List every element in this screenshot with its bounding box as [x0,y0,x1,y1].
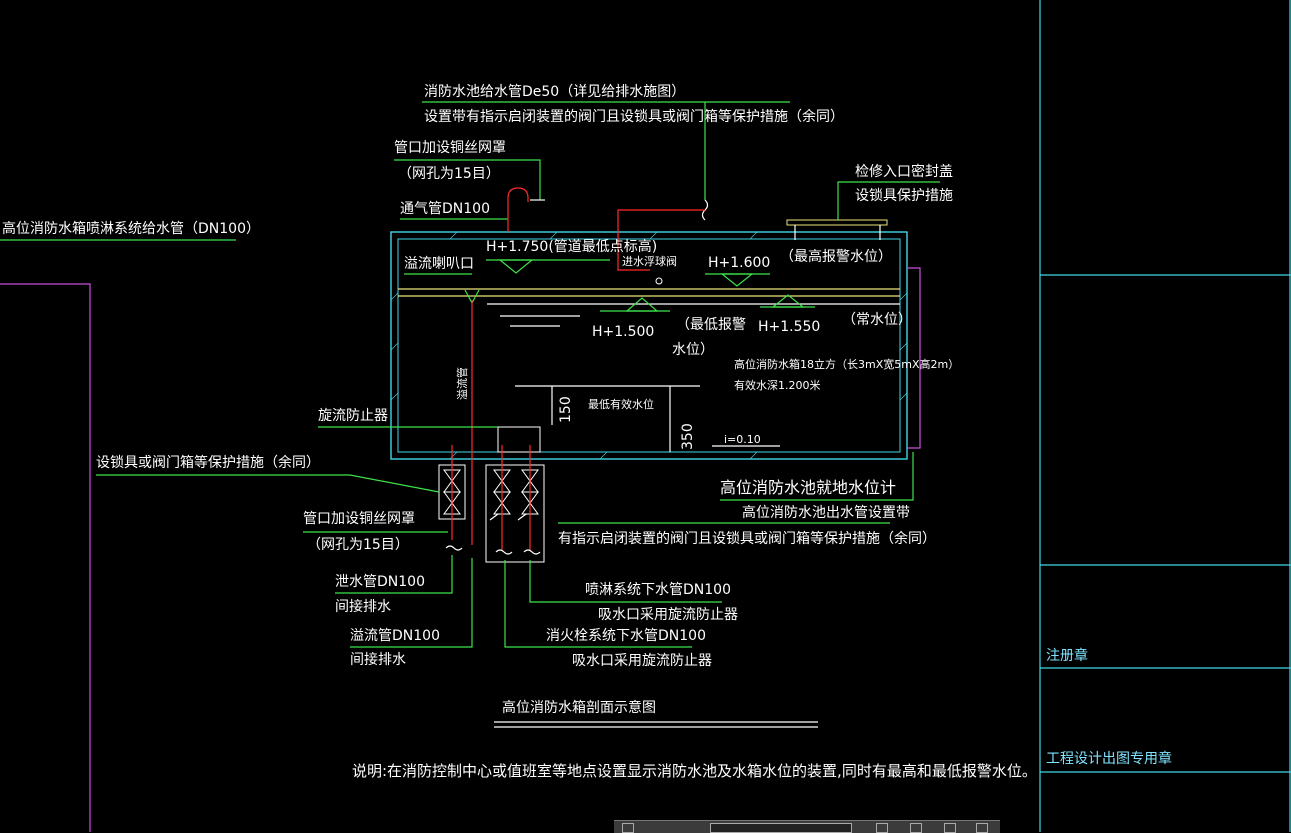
suction-label-1: 吸水口采用旋流防止器 [598,607,738,623]
svg-text:H+1.750(管道最低点标高): H+1.750(管道最低点标高) [486,238,657,255]
mesh-label-2: 管口加设铜丝网罩 [303,511,415,527]
outlet-valves [485,445,545,563]
lock-note-label: 设锁具或阀门箱等保护措施（余同） [96,454,320,471]
level-gauge-label: 高位消防水池就地水位计 [720,478,896,497]
water-tank [390,231,908,460]
registration-seal-label: 注册章 [1046,647,1088,664]
supply-pipe-label: 消防水池给水管De50（详见给排水施图） [424,84,685,100]
min-effective-label: 最低有效水位 [588,397,654,411]
mesh-hole-label-2: （网孔为15目） [307,537,409,553]
effective-depth-label: 有效水深1.200米 [734,378,821,392]
min-alarm-label-2: 水位） [672,342,714,358]
sprinkler-down-label: 喷淋系统下水管DN100 [585,582,731,598]
manhole-label-2: 设锁具保护措施 [855,188,953,204]
drain-indirect-label: 间接排水 [335,598,391,615]
max-alarm-label: （最高报警水位） [780,248,892,265]
valve-note-label: 设置带有指示启闭装置的阀门且设锁具或阀门箱等保护措施（余同） [424,108,844,125]
overflow-pipe-vertical-label: 溢流管 [455,367,469,400]
left-frame [0,283,91,832]
level-h1750: H+1.750(管道最低点标高) [486,238,657,274]
design-seal-label: 工程设计出图专用章 [1046,750,1172,767]
overflow-indirect-label: 间接排水 [350,651,406,668]
svg-text:H+1.550: H+1.550 [758,319,820,335]
dim-350: 350 [680,423,696,450]
suction-label-2: 吸水口采用旋流防止器 [572,653,712,669]
normal-level-label: （常水位） [842,312,912,328]
note-text: 说明:在消防控制中心或值班室等地点设置显示消防水池及水箱水位的装置,同时有最高和… [352,762,1037,780]
tank-volume-label: 高位消防水箱18立方（长3mX宽5mX高2m） [734,357,959,371]
float-valve-label: 进水浮球阀 [622,254,677,268]
level-gauge [907,267,921,449]
manhole-label-1: 检修入口密封盖 [855,163,953,180]
vent-pipe-label: 通气管DN100 [400,201,490,217]
hydrant-down-label: 消火栓系统下水管DN100 [546,628,706,644]
mesh-hole-label: （网孔为15目） [398,166,500,182]
outlet-band-label: 高位消防水池出水管设置带 [742,504,910,521]
supply-pipe [617,209,705,271]
title-block: 注册章 工程设计出图专用章 [1039,0,1291,832]
overflow-mouth-label: 溢流喇叭口 [404,256,474,272]
drain-valve [438,445,466,540]
drain-pipe-label: 泄水管DN100 [335,574,425,590]
dim-150: 150 [558,396,574,423]
manhole-cover: 检修入口密封盖 设锁具保护措施 [786,163,953,240]
svg-text:H+1.600: H+1.600 [708,255,770,271]
sprinkler-supply-label: 高位消防水箱喷淋系统给水管（DN100） [2,220,260,237]
level-h1500: H+1.500 （最低报警 水位） [592,297,746,358]
overflow-pipe-label: 溢流管DN100 [350,628,440,644]
vortex-preventer-label: 旋流防止器 [318,408,388,424]
svg-text:H+1.500: H+1.500 [592,324,654,340]
pipe-mesh-label: 管口加设铜丝网罩 [394,140,506,156]
outlet-valve-note-label: 有指示启闭装置的阀门且设锁具或阀门箱等保护措施（余同） [558,530,936,547]
level-h1550: H+1.550 （常水位） [758,294,912,335]
vent-pipe [507,187,529,232]
slope-label: i=0.10 [724,433,761,446]
cad-toolbar[interactable] [614,820,1000,833]
level-h1600: H+1.600 （最高报警水位） [705,248,892,287]
vortex-preventer [497,426,541,453]
min-alarm-label-1: （最低报警 [676,317,746,333]
drawing-title: 高位消防水箱剖面示意图 [502,699,656,716]
